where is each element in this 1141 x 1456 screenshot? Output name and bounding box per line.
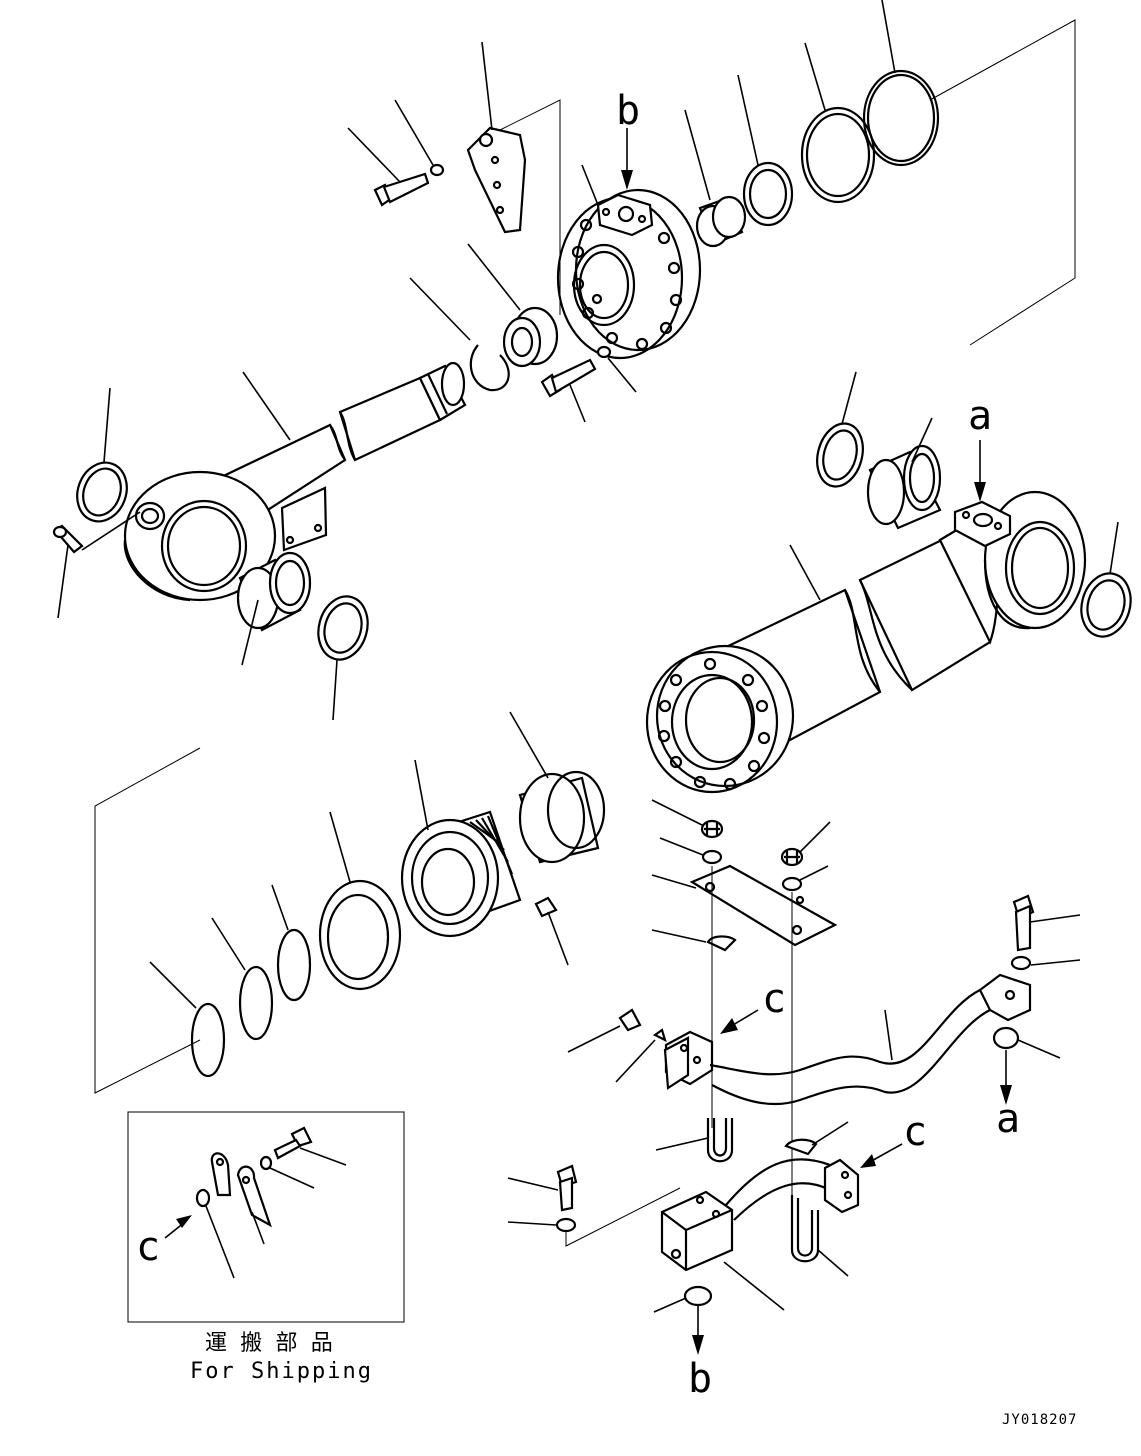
rod-end-eye — [123, 470, 277, 602]
callout-a-top: a — [968, 393, 992, 439]
flange-bolt-holes — [657, 657, 771, 791]
pipe-flange-washer — [1010, 955, 1081, 971]
piston-nut — [467, 243, 559, 368]
head-seal-ring — [737, 74, 794, 227]
pipe-flange-bolt — [1012, 894, 1081, 952]
callout-a-bottom: a — [996, 1096, 1020, 1142]
head-bolt — [540, 358, 597, 423]
u-bolt-right — [790, 1195, 849, 1277]
piston-ring-1 — [271, 884, 312, 1002]
u-bolt-left — [655, 1118, 734, 1163]
rod-eye-seal — [317, 595, 369, 721]
rod-eye-bushing — [236, 551, 312, 666]
tube-end-seal — [816, 371, 864, 488]
shipping-caption-ja: 運 搬 部 品 — [205, 1331, 333, 1356]
piston — [400, 759, 522, 938]
grease-fitting — [52, 511, 141, 619]
callout-c-pipe-arrow — [720, 1009, 759, 1034]
snap-ring — [409, 277, 510, 392]
callout-c-pipe: c — [762, 976, 786, 1022]
hydraulic-pipe-c — [663, 973, 1032, 1106]
clamp-washer-left — [659, 837, 723, 865]
callout-b-top-arrow — [621, 128, 633, 190]
callout-a-bottom-arrow — [1000, 1050, 1012, 1105]
bracket-bolt — [347, 127, 430, 207]
clamp-plate — [651, 864, 838, 947]
pipe-c-bolt — [567, 1008, 642, 1053]
tube-end-bushing — [866, 417, 942, 530]
callout-b-bottom: b — [688, 1356, 712, 1402]
clamp-nut-right — [780, 821, 831, 867]
cylinder-tube — [718, 490, 1087, 742]
drawing-number: JY018207 — [1002, 1412, 1077, 1428]
callout-a-top-arrow — [974, 440, 986, 502]
pipe-clamp-spacer-bottom — [784, 1121, 849, 1156]
port-block-o-ring — [653, 1285, 713, 1313]
inset-nut — [195, 1188, 235, 1279]
pipe-flange-o-ring — [992, 1026, 1061, 1059]
piston-set-screw — [534, 896, 569, 966]
head-bushing — [684, 109, 747, 248]
bracket-washer — [394, 99, 445, 177]
head-o-ring — [862, 0, 940, 167]
callout-b-top: b — [616, 88, 640, 134]
callout-c-inset: c — [136, 1224, 160, 1270]
cylinder-head — [556, 164, 702, 360]
callout-c-inset-arrow — [164, 1215, 192, 1239]
tube-eye-seal — [1080, 521, 1132, 638]
piston-wear-ring — [509, 711, 606, 864]
callout-b-bottom-arrow — [692, 1306, 704, 1355]
inset-bolt — [273, 1126, 347, 1166]
head-washer — [596, 345, 637, 393]
inset-washer — [259, 1155, 315, 1189]
head-bolt-holes — [571, 218, 683, 351]
tube-flange — [645, 644, 795, 794]
mounting-bracket — [466, 41, 527, 234]
pipe-c-washer — [615, 1028, 667, 1083]
shipping-inset: c — [127, 1111, 405, 1323]
piston-ring-3 — [149, 961, 226, 1078]
hydraulic-pipe-b — [725, 1158, 860, 1221]
pipe-clamp-spacer-top — [651, 929, 737, 952]
clamp-nut-left — [651, 799, 724, 839]
clamp-washer-right — [781, 865, 829, 892]
shipping-caption-en: For Shipping — [190, 1359, 373, 1384]
inset-clamp-halves — [210, 1152, 272, 1245]
piston-ring-2 — [211, 917, 274, 1041]
rod-eye-dust-seal — [76, 387, 128, 523]
callout-c-right: c — [903, 1109, 927, 1155]
port-block-bolt — [507, 1164, 578, 1212]
piston-seal — [318, 811, 402, 991]
head-backup-ring — [800, 42, 876, 204]
port-block-washer — [507, 1217, 577, 1233]
callout-c-right-arrow — [860, 1143, 903, 1168]
port-block — [660, 1190, 785, 1311]
